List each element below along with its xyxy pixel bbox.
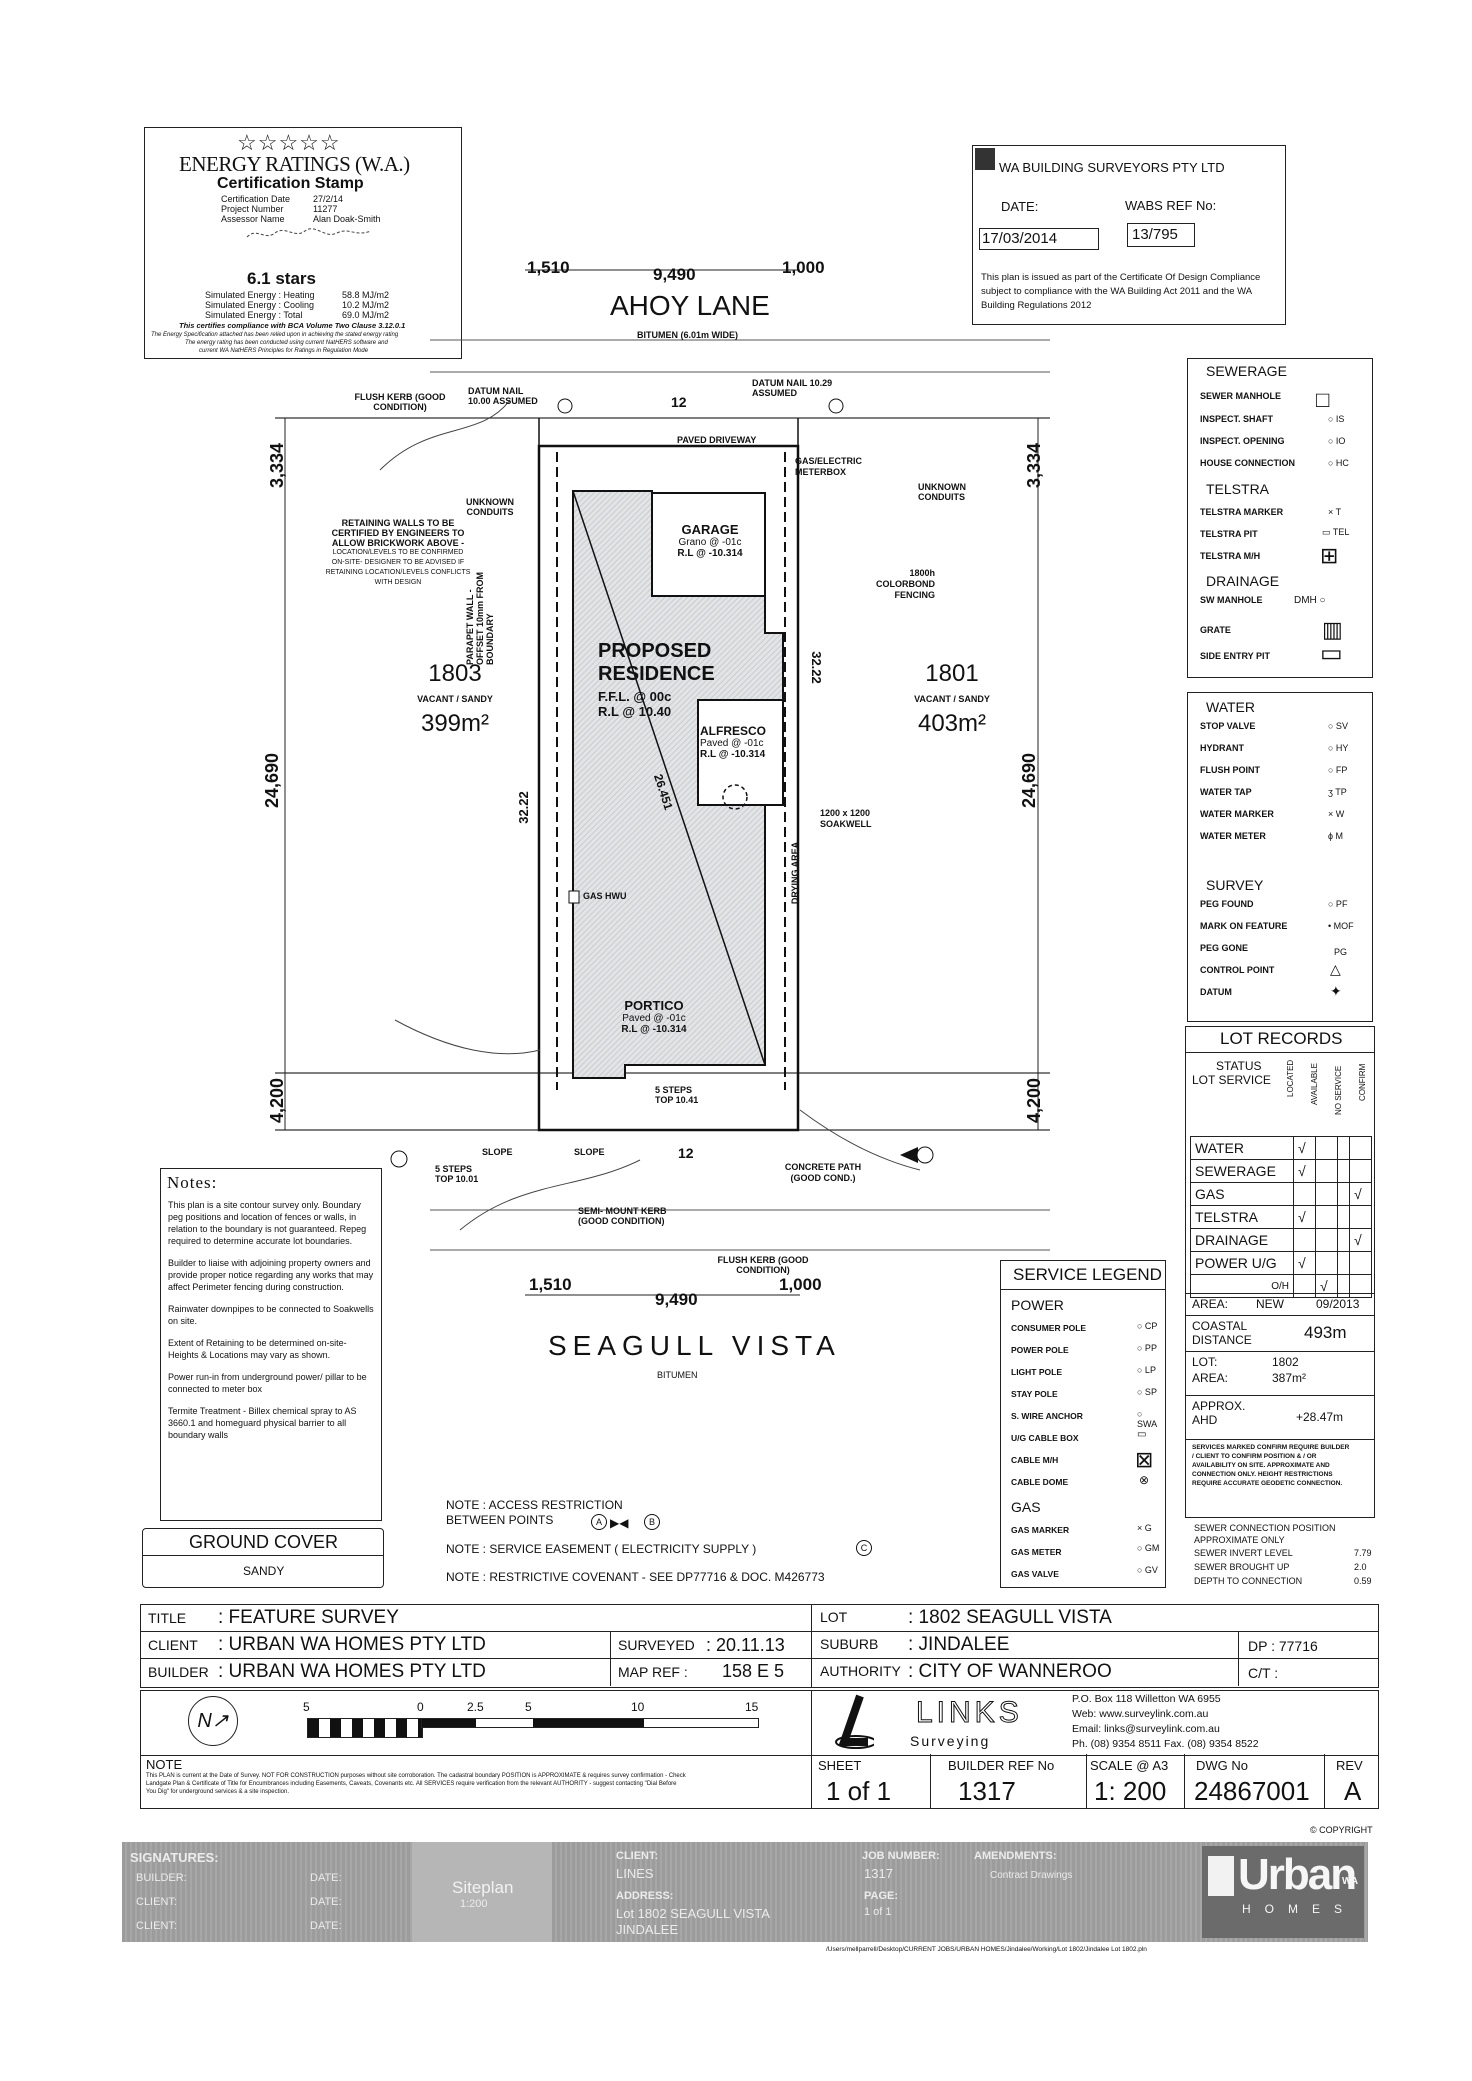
dim-bottom-3: 1,000: [779, 1275, 822, 1294]
portico-label: PORTICO Paved @ -01c R.L @ -10.314: [621, 998, 687, 1035]
table-row: GAS√: [1190, 1182, 1373, 1206]
title-block: TITLE : FEATURE SURVEY CLIENT : URBAN WA…: [140, 1604, 1380, 1810]
lot-1803: 1803 VACANT / SANDY 399m²: [417, 660, 493, 737]
notes-box: Notes: This plan is a site contour surve…: [160, 1168, 382, 1521]
street-name-bottom: SEAGULL VISTA: [548, 1330, 841, 1361]
energy-brand: ENERGY RATINGS (W.A.): [179, 152, 410, 176]
lot-records: LOT RECORDS STATUS LOT SERVICE LOCATED A…: [1185, 1026, 1375, 1518]
proposed-residence-label: PROPOSED RESIDENCE F.F.L. @ 00c R.L @ 10…: [598, 640, 715, 719]
sewerage-telstra-drainage-legend: SEWERAGE SEWER MANHOLE□ INSPECT. SHAFT○ …: [1187, 358, 1373, 678]
lot-records-table: WATER√ SEWERAGE√ GAS√ TELSTRA√ DRAINAGE√…: [1190, 1136, 1373, 1298]
table-row: O/H√: [1190, 1274, 1373, 1298]
file-path: /Users/mellparrell/Desktop/CURRENT JOBS/…: [826, 1946, 1147, 1953]
urban-homes-logo: Urban WA HOMES: [1202, 1846, 1364, 1938]
side-dim-334-left: 3,334: [267, 442, 288, 489]
north-arrow-icon: N↗: [188, 1696, 238, 1746]
stamp-title: Certification Stamp: [217, 175, 364, 192]
star-rating-value: 6.1 stars: [247, 269, 316, 288]
links-wordmark: LINKS: [916, 1696, 1023, 1730]
point-a-icon: A: [591, 1514, 607, 1530]
wabs-note: This plan is issued as part of the Certi…: [981, 272, 1261, 311]
ground-cover-box: GROUND COVER SANDY: [142, 1528, 384, 1588]
side-dim-24690-right: 24,690: [1019, 752, 1040, 809]
water-survey-legend: WATER STOP VALVE○ SV HYDRANT○ HY FLUSH P…: [1187, 692, 1373, 1022]
links-contact: P.O. Box 118 Willetton WA 6955 Web: www.…: [1072, 1693, 1259, 1750]
wabs-logo-icon: [975, 148, 995, 170]
dim-top-3: 1,000: [782, 258, 825, 277]
service-legend: SERVICE LEGEND POWER CONSUMER POLE○ CP P…: [1000, 1260, 1166, 1588]
assessor-signature: [246, 228, 372, 238]
side-dim-4200-left: 4,200: [267, 1077, 288, 1124]
wabs-ref-field: 13/795: [1127, 223, 1195, 247]
links-logo-icon: [834, 1694, 877, 1750]
table-row: TELSTRA√: [1190, 1205, 1373, 1229]
retaining-wall-note: RETAINING WALLS TO BE CERTIFIED BY ENGIN…: [325, 518, 471, 586]
dim-bottom-2: 9,490: [655, 1290, 698, 1309]
table-row: SEWERAGE√: [1190, 1159, 1373, 1183]
notes-title: Notes:: [167, 1173, 218, 1192]
signature-bar: SIGNATURES: BUILDER: DATE: CLIENT: DATE:…: [122, 1842, 1368, 1942]
energy-rating-stamp: ☆☆☆☆☆ ENERGY RATINGS (W.A.) Certificatio…: [144, 127, 462, 359]
site-plan-drawing: [275, 269, 1050, 1296]
wabs-company: WA BUILDING SURVEYORS PTY LTD: [999, 160, 1225, 175]
dim-top-1: 1,510: [527, 258, 570, 277]
star-rating-icons: ☆☆☆☆☆: [237, 130, 341, 155]
table-row: WATER√: [1190, 1136, 1373, 1160]
dim-bottom-1: 1,510: [529, 1275, 572, 1294]
table-row: DRAINAGE√: [1190, 1228, 1373, 1252]
side-dim-334-right: 3,334: [1024, 442, 1045, 489]
side-dim-24690-left: 24,690: [262, 752, 283, 809]
sewer-connection-notes: SEWER CONNECTION POSITION APPROXIMATE ON…: [1194, 1523, 1372, 1586]
notes-list: This plan is a site contour survey only.…: [168, 1200, 374, 1440]
arrow-icon: ▶◀: [610, 1516, 629, 1530]
side-dim-4200-right: 4,200: [1024, 1077, 1045, 1124]
wabs-date-field: 17/03/2014: [979, 228, 1099, 250]
garage-label: GARAGE Grano @ -01c R.L @ -10.314: [677, 522, 743, 559]
street-name-top: AHOY LANE: [610, 290, 770, 321]
dim-top-2: 9,490: [653, 265, 696, 284]
lot-1801: 1801 VACANT / SANDY 403m²: [914, 660, 990, 737]
point-c-icon: C: [856, 1540, 872, 1556]
alfresco-label: ALFRESCO Paved @ -01c R.L @ -10.314: [700, 724, 766, 760]
copyright: © COPYRIGHT: [1310, 1825, 1373, 1835]
table-row: POWER U/G√: [1190, 1251, 1373, 1275]
point-b-icon: B: [644, 1514, 660, 1530]
wabs-stamp: WA BUILDING SURVEYORS PTY LTD DATE: WABS…: [972, 145, 1286, 325]
compliance-text: This certifies compliance with BCA Volum…: [179, 321, 406, 330]
